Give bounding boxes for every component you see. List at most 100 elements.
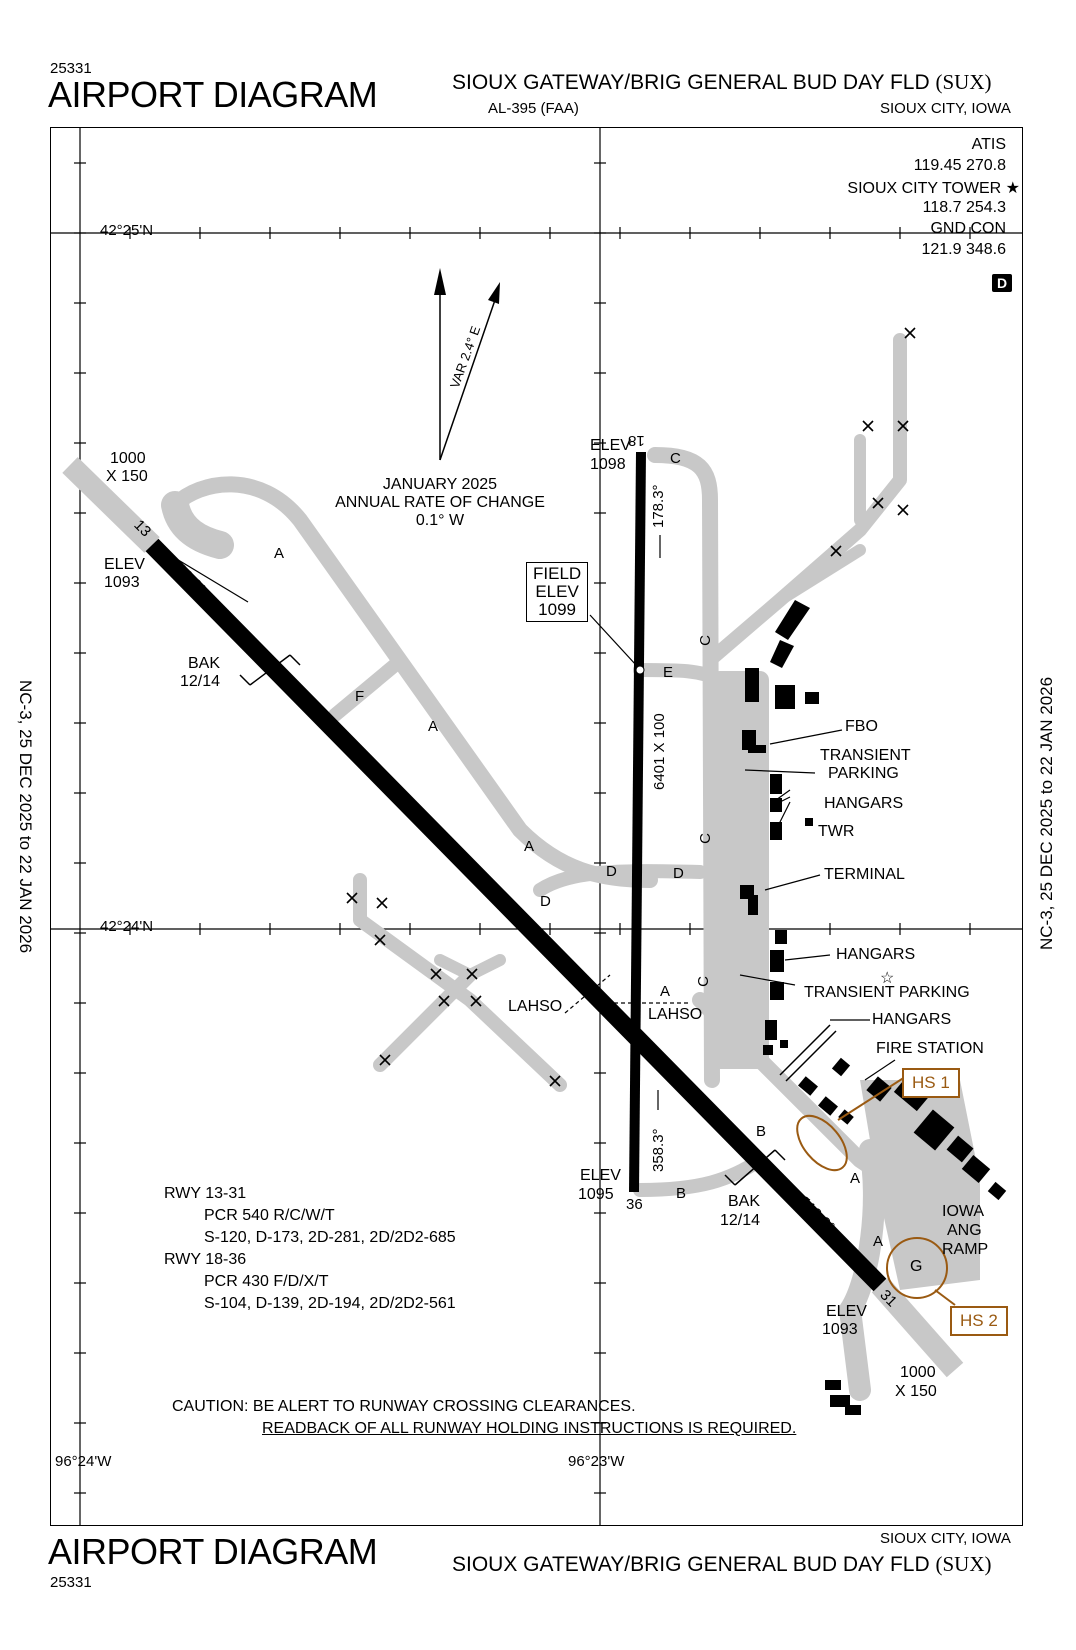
magvar-rate-label: ANNUAL RATE OF CHANGE	[335, 494, 545, 511]
taxiway-c-label-3: C	[696, 833, 714, 844]
d-badge-icon: D	[992, 274, 1012, 292]
rwy36-number: 36	[626, 1196, 643, 1213]
closed-x-mark	[470, 995, 482, 1007]
gnd-label: GND CON	[930, 220, 1006, 237]
lat-bottom: 42°24'N	[100, 918, 154, 935]
taxiway-a-label-1: A	[274, 545, 285, 562]
transient-parking-label-2: TRANSIENT PARKING	[804, 984, 970, 1001]
rwy1836-pcr: PCR 430 F/D/X/T	[204, 1273, 329, 1290]
lahso-label-2: LAHSO	[648, 1006, 703, 1023]
taxiway-d-label-1: D	[540, 893, 551, 910]
taxiway-c-label-1: C	[670, 450, 681, 467]
fire-station-label: FIRE STATION	[876, 1040, 984, 1057]
tower-label: SIOUX CITY TOWER ★	[847, 180, 1020, 197]
star-icon: ★	[1005, 180, 1020, 197]
magnetic-variation-arrow	[439, 282, 500, 461]
magvar-rate: 0.1° W	[415, 512, 465, 529]
closed-marks	[346, 327, 916, 1087]
field-elevation-box: FIELD ELEV 1099	[526, 562, 589, 622]
taxiway-c-label-4: C	[694, 976, 712, 987]
lahso-lines	[564, 974, 690, 1014]
taxiway-b-label-1: B	[756, 1123, 767, 1140]
taxiway-a-label-5: A	[850, 1170, 861, 1187]
rwy31-elev: 1093	[822, 1321, 858, 1338]
closed-x-mark	[862, 420, 874, 432]
arresting-gear-marks	[239, 654, 786, 1186]
rwy1836-data-title: RWY 18-36	[164, 1251, 247, 1268]
closed-x-mark	[438, 995, 450, 1007]
fbo-label: FBO	[845, 718, 878, 735]
closed-x-mark	[466, 968, 478, 980]
hot-spot-1: HS 1	[902, 1068, 960, 1098]
closed-x-mark	[346, 892, 358, 904]
lat-lon-grid	[50, 127, 1023, 1526]
hangars-label-2: HANGARS	[836, 946, 916, 963]
rwy13-overrun-wid: X 150	[106, 468, 148, 485]
closed-x-mark	[379, 1054, 391, 1066]
chart-ref: AL-395 (FAA)	[488, 100, 579, 117]
closed-x-mark	[830, 545, 842, 557]
rwy36-heading: 358.3°	[650, 1128, 667, 1172]
atis-label: ATIS	[971, 136, 1006, 153]
hangars-label-1: HANGARS	[824, 795, 904, 812]
taxiway-a-label-6: A	[873, 1233, 884, 1250]
taxiway-a-label-3: A	[524, 838, 535, 855]
hangar-row	[779, 1024, 837, 1082]
gnd-freq: 121.9 348.6	[921, 241, 1006, 258]
doc-number-top: 25331	[50, 60, 92, 77]
magvar-date: JANUARY 2025	[382, 476, 498, 493]
airport-name-top: SIOUX GATEWAY/BRIG GENERAL BUD DAY FLD (…	[452, 70, 992, 94]
rwy13-bak-label: BAK	[188, 655, 221, 672]
lahso-label-1: LAHSO	[508, 998, 563, 1015]
rwy-18-36-dims: 6401 X 100	[651, 713, 668, 790]
caution-line-2: READBACK OF ALL RUNWAY HOLDING INSTRUCTI…	[262, 1420, 797, 1437]
taxiway-f-label: F	[355, 688, 365, 705]
iowa-ang-label-2: ANG	[947, 1222, 982, 1239]
ang-star-icon: ☆	[880, 970, 895, 987]
lon-left: 96°24'W	[55, 1453, 112, 1470]
rwy1331-data-title: RWY 13-31	[164, 1185, 247, 1202]
taxiway-d-label-2: D	[606, 863, 617, 880]
atis-freq: 119.45 270.8	[913, 157, 1006, 174]
runway-18-36	[629, 451, 646, 1193]
rwy1331-pcr: PCR 540 R/C/W/T	[204, 1207, 335, 1224]
field-elev-point	[635, 665, 645, 675]
closed-x-mark	[904, 327, 916, 339]
rwy13-bak: 12/14	[180, 673, 221, 690]
title-top: AIRPORT DIAGRAM	[48, 74, 378, 115]
closed-x-mark	[897, 420, 909, 432]
taxiway-g-label: G	[910, 1258, 923, 1275]
rwy31-overrun-len: 1000	[900, 1364, 936, 1381]
rwy13-elev: 1093	[104, 574, 140, 591]
rwy18-heading: 178.3°	[650, 484, 667, 528]
caution-line-1: CAUTION: BE ALERT TO RUNWAY CROSSING CLE…	[172, 1398, 636, 1415]
closed-x-mark	[897, 504, 909, 516]
terminal-label: TERMINAL	[824, 866, 905, 883]
runway-13-31	[145, 538, 887, 1292]
lon-right: 96°23'W	[568, 1453, 625, 1470]
hangars-label-3: HANGARS	[872, 1011, 952, 1028]
rwy36-elev: 1095	[578, 1186, 614, 1203]
hot-spot-2: HS 2	[950, 1306, 1008, 1336]
rwy31-overrun-wid: X 150	[895, 1383, 937, 1400]
title-bottom: AIRPORT DIAGRAM	[48, 1531, 378, 1572]
twr-label: TWR	[818, 823, 855, 840]
taxiway-d-label-3: D	[673, 865, 684, 882]
rwy31-bak-label: BAK	[728, 1193, 761, 1210]
taxiway-c-label-2: C	[696, 635, 714, 646]
taxiway-network	[161, 333, 928, 1401]
field-elev-leader	[589, 614, 637, 666]
rwy31-bak: 12/14	[720, 1212, 761, 1229]
transient-parking-label-1b: PARKING	[828, 765, 899, 782]
closed-x-mark	[374, 934, 386, 946]
hot-spots	[796, 1076, 956, 1306]
closed-x-mark	[376, 897, 388, 909]
doc-number-bottom: 25331	[50, 1574, 92, 1591]
rwy1836-weights: S-104, D-139, 2D-194, 2D/2D2-561	[204, 1295, 456, 1312]
runway-overruns	[62, 457, 964, 1378]
rwy18-elev-label: ELEV	[590, 437, 631, 454]
rwy1331-weights: S-120, D-173, 2D-281, 2D/2D2-685	[204, 1229, 456, 1246]
city-top: SIOUX CITY, IOWA	[880, 100, 1011, 117]
taxiway-a-label-2: A	[428, 718, 439, 735]
